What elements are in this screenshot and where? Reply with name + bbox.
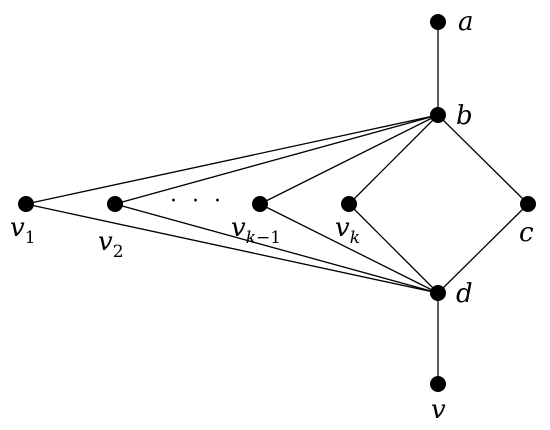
- vk-subscript-k: k: [350, 228, 360, 248]
- node-v2: [107, 196, 123, 212]
- nodes: [18, 14, 536, 392]
- edge-b-v2: [114, 114, 439, 205]
- edge-b-v1: [25, 114, 439, 205]
- node-vk1: [252, 196, 268, 212]
- edge-c-d: [437, 203, 529, 294]
- edge-d-vk1: [259, 203, 439, 294]
- v1-base: v: [10, 213, 25, 243]
- vk1-subscript-rest: −1: [256, 228, 281, 248]
- node-label-v1: v1: [10, 213, 36, 248]
- node-label-d: d: [456, 279, 473, 309]
- node-c: [520, 196, 536, 212]
- node-label-v: v: [431, 395, 446, 425]
- node-vk: [341, 196, 357, 212]
- v2-base: v: [98, 227, 113, 257]
- v1-subscript: 1: [25, 228, 36, 248]
- vk-base: v: [335, 213, 350, 243]
- node-label-b: b: [456, 101, 473, 131]
- edge-b-vk: [348, 114, 439, 205]
- node-b: [430, 107, 446, 123]
- vk1-subscript-k: k: [246, 228, 256, 248]
- node-a: [430, 14, 446, 30]
- node-d: [430, 285, 446, 301]
- node-label-c: c: [519, 218, 534, 248]
- ellipsis: · · ·: [170, 189, 225, 214]
- edge-d-vk: [348, 203, 439, 294]
- node-label-v2: v2: [98, 227, 124, 262]
- edge-d-v1: [25, 203, 439, 294]
- edges: [25, 22, 529, 384]
- node-v: [430, 376, 446, 392]
- node-label-a: a: [458, 7, 474, 37]
- edge-d-v2: [114, 203, 439, 294]
- edge-b-vk1: [259, 114, 439, 205]
- v2-subscript: 2: [113, 242, 124, 262]
- edge-b-c: [437, 114, 529, 205]
- node-v1: [18, 196, 34, 212]
- vk1-base: v: [231, 213, 246, 243]
- node-label-vk-minus-1: vk−1: [231, 213, 281, 248]
- node-label-vk: vk: [335, 213, 360, 248]
